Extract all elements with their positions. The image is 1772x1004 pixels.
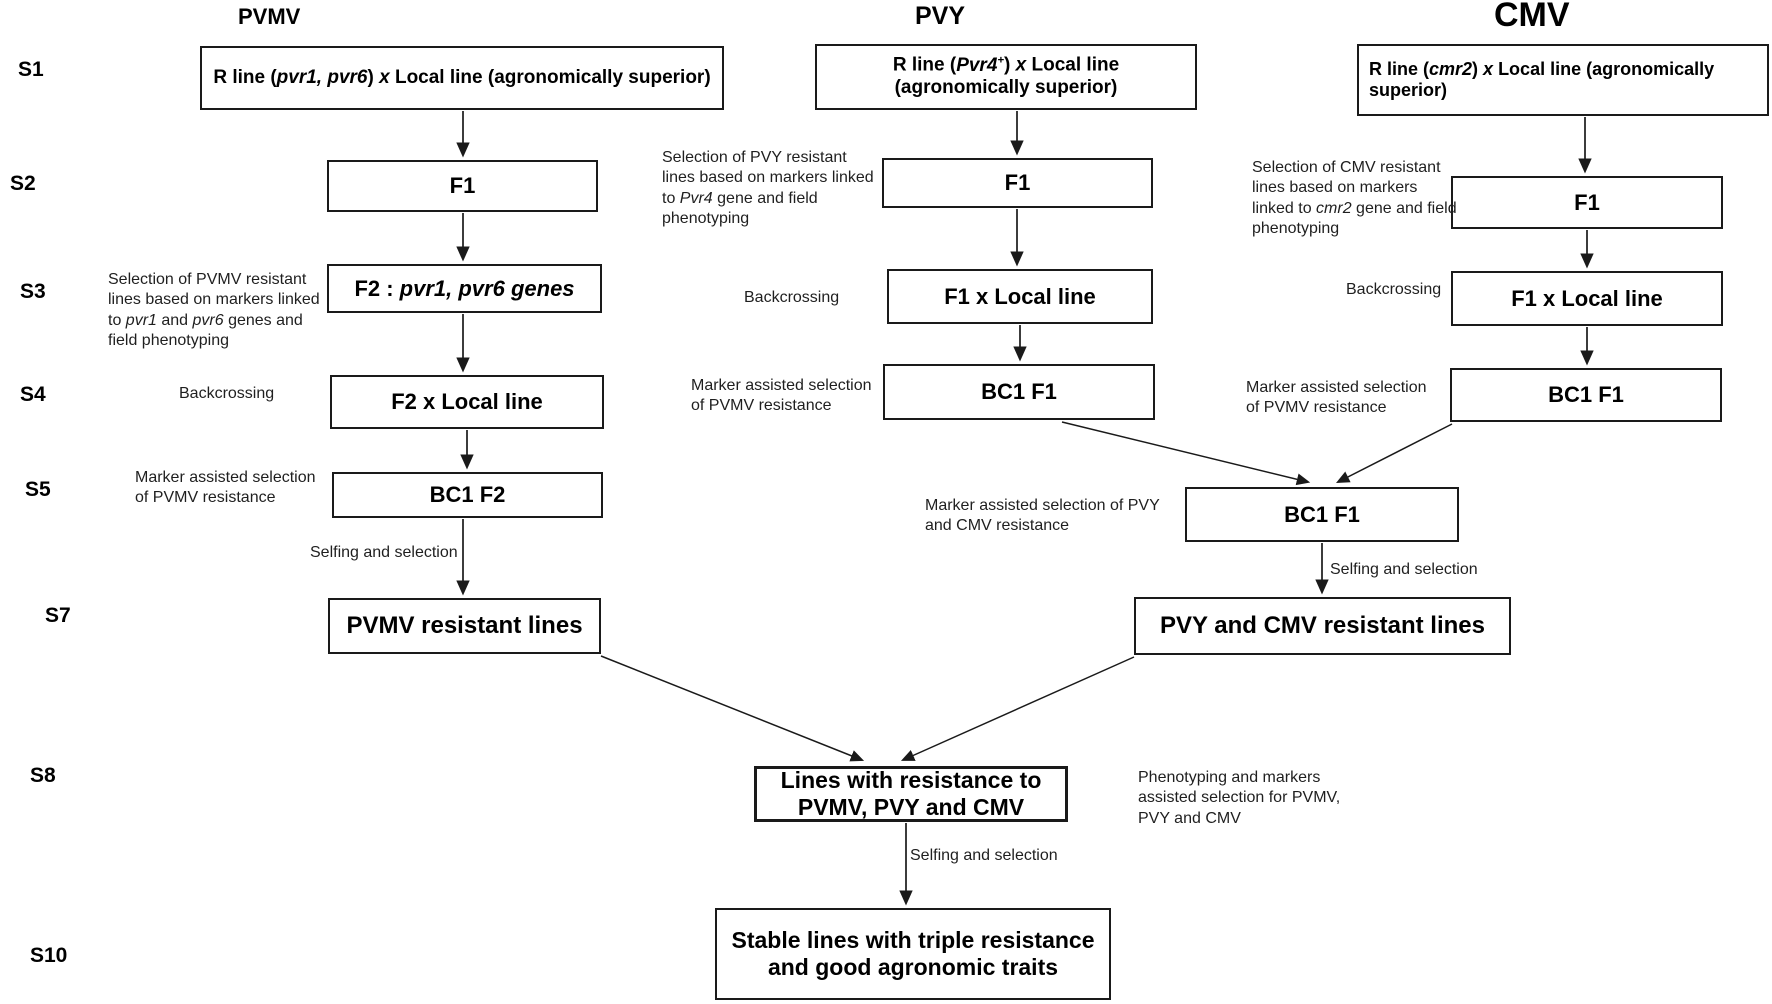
cmv-f1-local-box: F1 x Local line — [1451, 271, 1723, 326]
pvmv-f1-box: F1 — [327, 160, 598, 212]
cmv-bc1f1-box: BC1 F1 — [1450, 368, 1722, 422]
stage-label-s4: S4 — [20, 383, 46, 406]
mas-pvmv-label-right: Marker assisted selection of PVMV resist… — [1246, 379, 1427, 417]
stage-label-s8: S8 — [30, 764, 56, 787]
backcrossing-label-pvy: Backcrossing — [744, 289, 840, 306]
stage-label-s3: S3 — [20, 280, 46, 303]
pvmv-resistant-lines-box: PVMV resistant lines — [328, 598, 601, 654]
phenotyping-annotation: Phenotyping and markers assisted selecti… — [1138, 769, 1341, 827]
mas-pvmv-label-left: Marker assisted selection of PVMV resist… — [135, 469, 316, 507]
arrow-pvycmv-resistant-to-triple — [900, 656, 1135, 761]
pvy-bc1f1-box: BC1 F1 — [883, 364, 1155, 420]
pvy-f1-box: F1 — [882, 158, 1153, 208]
column-header-pvy: PVY — [915, 2, 966, 30]
pvy-f1-local-box: F1 x Local line — [887, 269, 1153, 324]
stage-label-s10: S10 — [30, 944, 68, 967]
mas-pvmv-label-middle: Marker assisted selection of PVMV resist… — [691, 377, 872, 415]
pvy-s1-cross-box: R line (Pvr4+) x Local line (agronomical… — [815, 44, 1197, 110]
merged-bc1f1-box: BC1 F1 — [1185, 487, 1459, 542]
stage-label-s5: S5 — [25, 478, 51, 501]
arrow-cmv-bc1f1-to-merged — [1335, 423, 1453, 484]
pvy-selection-annotation: Selection of PVY resistant lines based o… — [662, 149, 874, 228]
selfing-label-bottom: Selfing and selection — [910, 847, 1058, 864]
selfing-label-right: Selfing and selection — [1330, 561, 1478, 578]
cmv-f1-box: F1 — [1451, 176, 1723, 229]
pvmv-s1-cross-box: R line (pvr1, pvr6) x Local line (agrono… — [200, 46, 724, 110]
stage-label-s2: S2 — [10, 172, 36, 195]
triple-resistance-lines-box: Lines with resistance to PVMV, PVY and C… — [754, 766, 1068, 822]
selfing-label-left: Selfing and selection — [310, 544, 458, 561]
stage-label-s7: S7 — [45, 604, 71, 627]
stable-lines-box: Stable lines with triple resistance and … — [715, 908, 1111, 1000]
column-header-cmv: CMV — [1494, 0, 1570, 34]
pvmv-bc1f2-box: BC1 F2 — [332, 472, 603, 518]
backcrossing-label-pvmv: Backcrossing — [179, 385, 275, 402]
pvy-cmv-resistant-lines-box: PVY and CMV resistant lines — [1134, 597, 1511, 655]
column-header-pvmv: PVMV — [238, 4, 301, 29]
stage-label-s1: S1 — [18, 58, 44, 81]
cmv-selection-annotation: Selection of CMV resistant lines based o… — [1252, 159, 1457, 238]
backcrossing-label-cmv: Backcrossing — [1346, 281, 1442, 298]
pvmv-selection-annotation: Selection of PVMV resistant lines based … — [108, 271, 320, 350]
arrow-pvy-bc1f1-to-merged — [1061, 421, 1311, 486]
pvmv-f2-local-box: F2 x Local line — [330, 375, 604, 429]
cmv-s1-cross-box: R line (cmr2) x Local line (agronomicall… — [1357, 44, 1769, 116]
arrow-pvmv-resistant-to-triple — [600, 655, 865, 762]
mas-pvy-cmv-label: Marker assisted selection of PVY and CMV… — [925, 497, 1160, 535]
pvmv-f2-box: F2 : pvr1, pvr6 genes — [327, 264, 602, 313]
